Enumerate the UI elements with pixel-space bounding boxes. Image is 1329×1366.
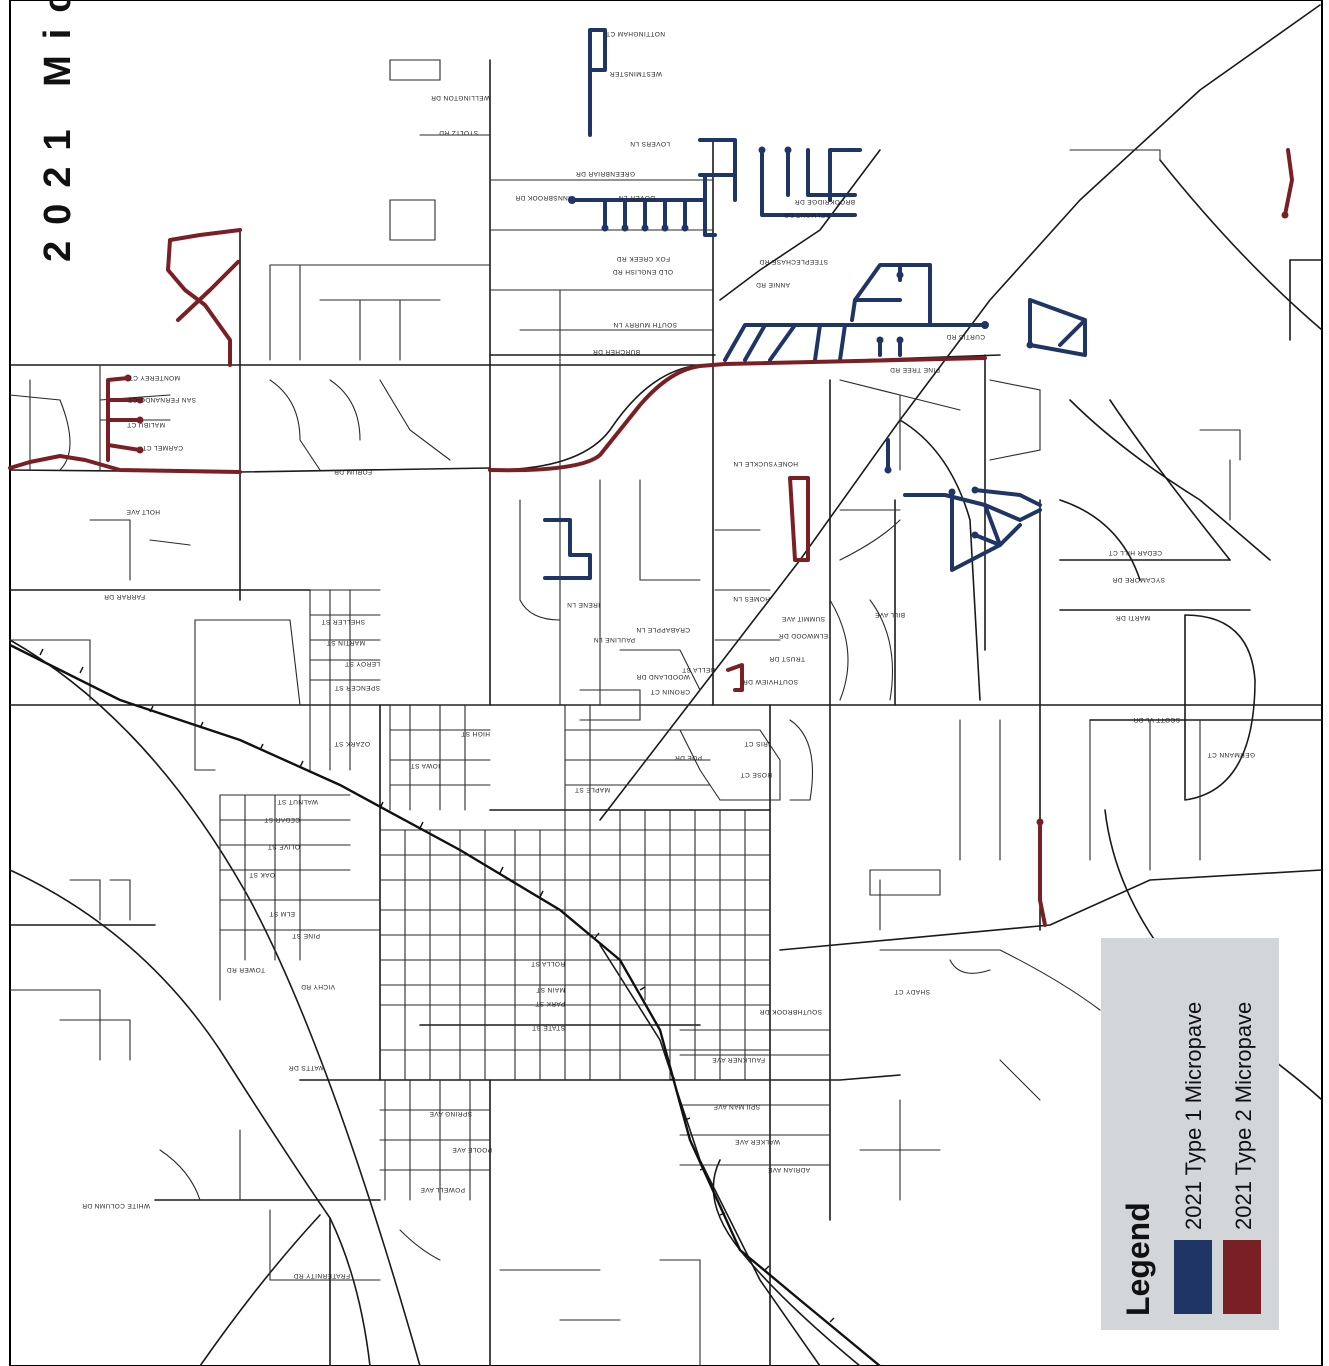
residential-streets — [9, 59, 1241, 1366]
street-label: CEDAR ST — [264, 816, 300, 823]
street-label: POE DR — [675, 754, 702, 761]
street-label: SCOTT VL DR — [1133, 716, 1180, 723]
street-label: IOWA ST — [410, 762, 440, 769]
street-label: CRABAPPLE LN — [636, 626, 690, 633]
railroad — [9, 643, 881, 1366]
street-label: BURCHER DR — [593, 348, 640, 355]
street-label: ANNIE RD — [756, 281, 790, 288]
street-label: HIGH ST — [461, 730, 490, 737]
street-label: POWELL AVE — [420, 1186, 465, 1193]
street-label: ROLLA ST — [531, 960, 565, 967]
legend-swatch-type-1 — [1174, 1240, 1212, 1314]
map-legend: Legend 2021 Type 1 Micropave 2021 Type 2… — [1101, 938, 1279, 1330]
legend-heading: Legend — [1120, 1202, 1156, 1316]
street-label: ELM ST — [269, 910, 295, 917]
street-label: MALIBU CT — [127, 421, 165, 428]
street-label: MAIN ST — [536, 986, 565, 993]
street-label: OZARK ST — [334, 740, 370, 747]
street-label: SHADY CT — [894, 988, 930, 995]
street-label: STATE ST — [532, 1024, 565, 1031]
legend-graphic: Legend 2021 Type 1 Micropave 2021 Type 2… — [1120, 1002, 1261, 1316]
downtown-grid — [219, 589, 941, 1201]
street-label: SAN FERNANDO CT — [128, 396, 196, 403]
street-label: SPILMAN AVE — [713, 1103, 760, 1110]
legend-swatch-type-2 — [1223, 1240, 1261, 1314]
street-label: STOLTZ RD — [439, 129, 478, 136]
street-label: BELMONT DR — [784, 211, 831, 218]
street-label: FARRAR DR — [104, 593, 145, 600]
street-label: BELLA ST — [682, 666, 715, 673]
street-label: INNSBROOK DR — [515, 194, 570, 201]
street-label: WESTMINSTER — [610, 70, 662, 77]
street-label: HONEYSUCKLE LN — [733, 460, 798, 467]
street-label: LEROY ST — [345, 660, 380, 667]
street-label: TRUST DR — [769, 655, 805, 662]
street-label: PAULINE LN — [594, 636, 635, 643]
street-label: ADRIAN AVE — [767, 1166, 810, 1173]
street-label: NOTTINGHAM CT — [606, 30, 665, 37]
street-label: FOX CREEK RD — [616, 255, 670, 262]
street-label: SOUTHBROOK DR — [759, 1008, 822, 1015]
street-label: SHELLER ST — [321, 618, 365, 625]
street-label: CEDAR HILL CT — [1108, 549, 1162, 556]
street-label: VICHY RD — [301, 983, 335, 990]
map-title: 2021 Mic — [40, 0, 79, 262]
street-label: WALNUT ST — [277, 798, 318, 805]
street-label: OAK ST — [249, 871, 275, 878]
type-2-end-dots — [124, 211, 1289, 826]
street-label: CURTIS RD — [946, 333, 985, 340]
street-label: SPRING AVE — [429, 1110, 472, 1117]
street-label: SOUTHVIEW DR — [743, 678, 798, 685]
street-label: CRONIN CT — [650, 688, 690, 695]
street-label: FAULKNER AVE — [712, 1056, 765, 1063]
street-label: MAPLE ST — [575, 786, 610, 793]
street-label: WATTS DR — [289, 1064, 325, 1071]
street-label: IRIS CT — [744, 740, 770, 747]
street-label: PINE TREE RD — [890, 366, 940, 373]
street-label: SUMMIT AVE — [781, 615, 825, 622]
street-label: POOLE AVE — [452, 1146, 492, 1153]
street-label: ROSE CT — [740, 771, 772, 778]
street-label: MARTIN ST — [326, 639, 365, 646]
street-label: DOVER LN — [619, 194, 655, 201]
legend-label-type-1: 2021 Type 1 Micropave — [1181, 1002, 1206, 1230]
street-label: MARTI DR — [1116, 614, 1151, 621]
street-label: WHITE COLUMN DR — [82, 1202, 150, 1209]
street-labels: NOTTINGHAM CT WESTMINSTER WELLINGTON DR … — [82, 30, 1255, 1279]
type-2-micropave-routes — [8, 148, 1294, 927]
street-label: BROOKRIDGE DR — [795, 198, 855, 205]
street-label: IRENE LN — [567, 601, 600, 608]
map-frame — [9, 0, 1323, 1366]
street-label: WOODLAND DR — [636, 673, 690, 680]
legend-label-type-2: 2021 Type 2 Micropave — [1231, 1002, 1256, 1230]
street-label: FRATERNITY RD — [293, 1272, 350, 1279]
street-label: ELMWOOD DR — [779, 632, 829, 639]
street-label: SYCAMORE DR — [1112, 576, 1165, 583]
street-label: PARK ST — [535, 1000, 565, 1007]
street-label: GERMANN CT — [1207, 751, 1255, 758]
street-label: BILL AVE — [874, 611, 905, 618]
street-label: MONTEREY CT — [128, 374, 180, 381]
street-label: FORUM DR — [334, 468, 372, 475]
street-label: CARMEL CT — [142, 444, 183, 451]
street-label: TOWER RD — [227, 966, 265, 973]
street-label: WELLINGTON DR — [431, 94, 490, 101]
street-label: STEEPLECHASE RD — [759, 258, 828, 265]
type-1-end-dots — [568, 146, 1034, 539]
street-label: HOMES LN — [733, 595, 770, 602]
street-label: PINE ST — [292, 932, 320, 939]
map-title-text: 2021 Mic — [40, 0, 79, 262]
street-label: LOVERS LN — [630, 140, 670, 147]
street-label: WALKER AVE — [735, 1138, 780, 1145]
street-label: OLD ENGLISH RD — [612, 268, 673, 275]
street-label: HOLT AVE — [126, 508, 160, 515]
street-label: GREENBRIAR DR — [576, 170, 635, 177]
street-label: OLIVE ST — [268, 843, 300, 850]
type-1-micropave-routes — [543, 28, 1087, 580]
street-label: SPENCER ST — [334, 684, 380, 691]
street-label: SOUTH MURRY LN — [613, 321, 677, 328]
